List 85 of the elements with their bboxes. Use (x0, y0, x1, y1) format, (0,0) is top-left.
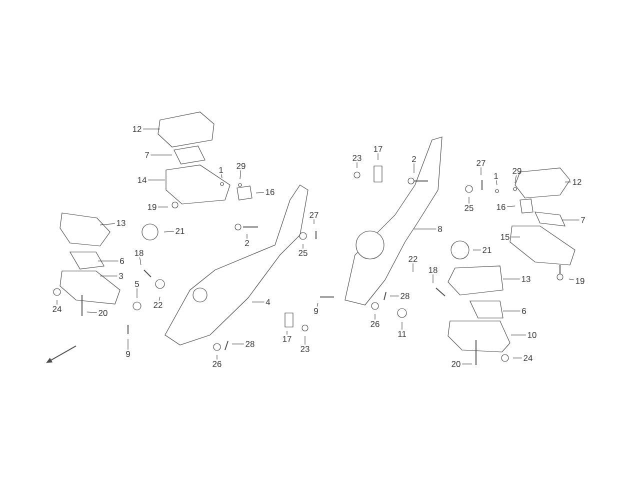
leader-line (286, 330, 288, 335)
leader-line (216, 354, 218, 360)
leader-line (158, 296, 160, 301)
callout-number: 22 (408, 256, 418, 262)
leader-line (256, 192, 264, 194)
leader-line (502, 278, 520, 280)
leader-line (374, 314, 376, 320)
callout-number: 16 (496, 204, 506, 210)
callout-number: 3 (118, 273, 123, 279)
callout-number: 12 (132, 126, 142, 132)
leader-line (302, 244, 304, 249)
callout-number: 21 (482, 247, 492, 253)
callout-number: 9 (314, 308, 318, 314)
callout-number: 23 (300, 346, 310, 352)
callout-number: 15 (500, 234, 510, 240)
callout-number: 5 (135, 281, 139, 287)
leader-line (356, 162, 358, 168)
callout-number: 9 (126, 351, 130, 357)
callout-number: 6 (120, 258, 124, 264)
leader-line (140, 257, 142, 266)
leader-line (502, 310, 520, 312)
leader-line (412, 263, 414, 272)
leader-line (221, 174, 222, 178)
callout-number: 27 (310, 212, 318, 218)
leader-line (304, 336, 306, 345)
callout-number: 16 (266, 189, 274, 195)
leader-line (496, 180, 498, 186)
leader-line (568, 278, 574, 280)
callout-number: 18 (134, 250, 144, 256)
callout-number: 28 (400, 293, 410, 299)
callout-number: 29 (236, 163, 246, 169)
callout-number: 23 (352, 155, 362, 161)
callout-number: 7 (145, 152, 149, 158)
callout-number: 26 (212, 361, 222, 367)
callout-number: 1 (219, 167, 223, 173)
callout-number: 14 (138, 177, 146, 183)
leader-line (86, 312, 98, 313)
callout-number: 8 (438, 226, 442, 232)
leader-line (56, 300, 58, 305)
leader-line (514, 175, 517, 184)
callout-number: 19 (576, 278, 584, 284)
callout-number: 17 (374, 146, 382, 152)
callout-number: 20 (98, 310, 108, 316)
leader-line (510, 236, 520, 238)
callout-number: 24 (52, 306, 62, 312)
callout-number: 21 (176, 228, 184, 234)
callout-number: 1 (494, 173, 498, 179)
leader-line (506, 206, 516, 207)
callout-number: 10 (528, 332, 536, 338)
leader-line (158, 206, 168, 208)
leader-line (480, 167, 482, 176)
callout-number: 2 (412, 156, 416, 162)
callout-number: 27 (476, 160, 486, 166)
leader-line (136, 288, 138, 298)
callout-number: 7 (581, 217, 585, 223)
callout-number: 6 (522, 308, 526, 314)
leader-line (316, 302, 318, 307)
leader-line (414, 228, 436, 230)
leader-line (142, 128, 160, 130)
callout-number: 26 (370, 321, 380, 327)
callout-number: 18 (428, 267, 438, 273)
callout-number: 28 (246, 341, 254, 347)
callout-number: 29 (512, 168, 522, 174)
callout-number: 4 (266, 299, 270, 305)
callout-number: 13 (522, 276, 530, 282)
leader-line (98, 260, 118, 262)
callout-number: 13 (116, 220, 126, 226)
callout-number: 11 (398, 331, 406, 337)
leader-line (240, 170, 241, 180)
leader-line (432, 274, 434, 284)
callout-number: 12 (572, 179, 582, 185)
callout-number: 2 (245, 240, 249, 246)
leader-line (510, 334, 526, 336)
leader-line (164, 231, 174, 232)
callout-number: 24 (524, 355, 532, 361)
leader-line (150, 154, 172, 156)
leader-line (100, 223, 116, 226)
leader-line (246, 234, 248, 239)
leader-line (468, 196, 470, 204)
callout-number: 25 (298, 250, 308, 256)
callout-number: 22 (154, 302, 162, 308)
callout-number: 19 (148, 204, 156, 210)
callout-number: 17 (282, 336, 292, 342)
callout-number: 25 (464, 205, 474, 211)
callout-number: 20 (452, 361, 460, 367)
